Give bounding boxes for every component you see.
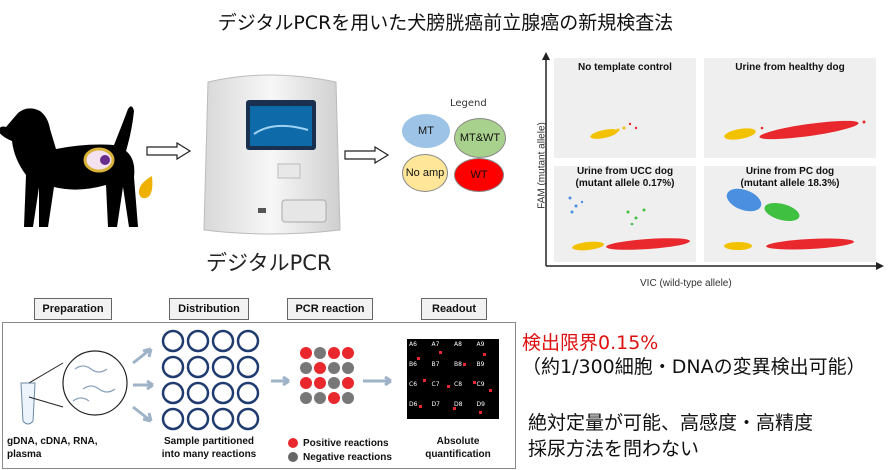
urine-drop-icon bbox=[138, 176, 153, 199]
panel-title: Urine from PC dog bbox=[745, 166, 835, 177]
readout-cell: B7 bbox=[431, 361, 440, 368]
legend-label-no-amp: No amp bbox=[405, 167, 445, 179]
step-caption-distribution: Sample partitioned into many reactions bbox=[161, 436, 257, 460]
scatter-panel-pc: Urine from PC dog (mutant allele 18.3%) bbox=[704, 166, 876, 262]
panel-points bbox=[724, 120, 866, 140]
readout-cell: B9 bbox=[476, 361, 485, 368]
legend-oval-mt: MT bbox=[402, 114, 450, 148]
panel-subtitle: (mutant allele 0.17%) bbox=[575, 178, 675, 189]
legend: Legend MT MT&WT No amp WT bbox=[398, 96, 508, 196]
positive-reactions-label: Positive reactions bbox=[303, 438, 389, 449]
panel-points bbox=[724, 188, 854, 250]
step-tag-preparation: Preparation bbox=[34, 298, 112, 320]
readout-cell: A9 bbox=[476, 341, 485, 348]
panel-title: Urine from healthy dog bbox=[735, 62, 845, 73]
readout-cell: C7 bbox=[431, 381, 440, 388]
readout-cell: D6 bbox=[409, 401, 418, 408]
readout-grid: A6 A7 A8 A9 B6 B7 B8 B9 C6 C7 C8 C9 D6 D… bbox=[409, 341, 499, 421]
feature-quantification: 絶対定量が可能、高感度・高精度 bbox=[528, 412, 814, 434]
readout-cell: A8 bbox=[454, 341, 462, 348]
x-axis-label: VIC (wild-type allele) bbox=[640, 278, 732, 289]
step-caption-readout: Absolute quantification bbox=[425, 436, 491, 460]
axes bbox=[542, 52, 884, 270]
page-title: デジタルPCRを用いた犬膀胱癌前立腺癌の新規検査法 bbox=[217, 12, 674, 34]
readout-cell: C8 bbox=[454, 381, 463, 388]
readout-cell: B6 bbox=[409, 361, 417, 368]
readout-cell: D7 bbox=[431, 401, 440, 408]
detection-limit-detail: （約1/300細胞・DNAの変異検出可能） bbox=[522, 356, 866, 378]
legend-oval-mt-wt: MT&WT bbox=[454, 118, 506, 158]
arrow-icon bbox=[146, 142, 192, 160]
scatter-panel-healthy: Urine from healthy dog bbox=[704, 58, 876, 158]
scatter-panel-ucc: Urine from UCC dog (mutant allele 0.17%) bbox=[554, 166, 696, 262]
machine-caption: デジタルPCR bbox=[206, 251, 332, 275]
legend-label-mt: MT bbox=[418, 125, 434, 137]
step-tag-readout: Readout bbox=[421, 298, 487, 320]
readout-cell: C9 bbox=[476, 381, 485, 388]
readout-cell: A7 bbox=[431, 341, 440, 348]
panel-title: Urine from UCC dog bbox=[576, 166, 674, 177]
legend-label-mt-wt: MT&WT bbox=[459, 132, 501, 144]
readout-cell: D9 bbox=[476, 401, 485, 408]
workflow-box: A6 A7 A8 A9 B6 B7 B8 B9 C6 C7 C8 C9 D6 D… bbox=[2, 322, 516, 469]
step-tag-pcr-reaction: PCR reaction bbox=[287, 298, 373, 320]
scatter-figure: FAM (mutant allele) VIC (wild-type allel… bbox=[520, 52, 890, 296]
legend-oval-wt: WT bbox=[454, 158, 504, 192]
legend-label-wt: WT bbox=[470, 169, 488, 181]
detection-limit-text: 検出限界0.15% bbox=[522, 332, 659, 354]
workflow-graphics bbox=[20, 329, 499, 462]
feature-sampling: 採尿方法を問わない bbox=[528, 438, 700, 460]
negative-reactions-label: Negative reactions bbox=[303, 452, 392, 463]
readout-cell: A6 bbox=[409, 341, 417, 348]
legend-oval-no-amp: No amp bbox=[402, 154, 448, 192]
legend-title: Legend bbox=[450, 98, 487, 109]
panel-title: No template control bbox=[578, 62, 672, 73]
arrow-icon bbox=[344, 146, 390, 164]
panel-points bbox=[568, 196, 690, 251]
step-tag-distribution: Distribution bbox=[169, 298, 249, 320]
readout-cell: C6 bbox=[409, 381, 418, 388]
panel-subtitle: (mutant allele 18.3%) bbox=[740, 178, 840, 189]
readout-cell: D8 bbox=[454, 401, 463, 408]
digital-pcr-machine-icon bbox=[203, 74, 341, 235]
dog-icon bbox=[0, 106, 138, 227]
scatter-panel-ntc: No template control bbox=[554, 58, 696, 158]
readout-cell: B8 bbox=[454, 361, 462, 368]
panel-points bbox=[590, 122, 638, 139]
step-caption-preparation: gDNA, cDNA, RNA, plasma bbox=[7, 436, 98, 460]
